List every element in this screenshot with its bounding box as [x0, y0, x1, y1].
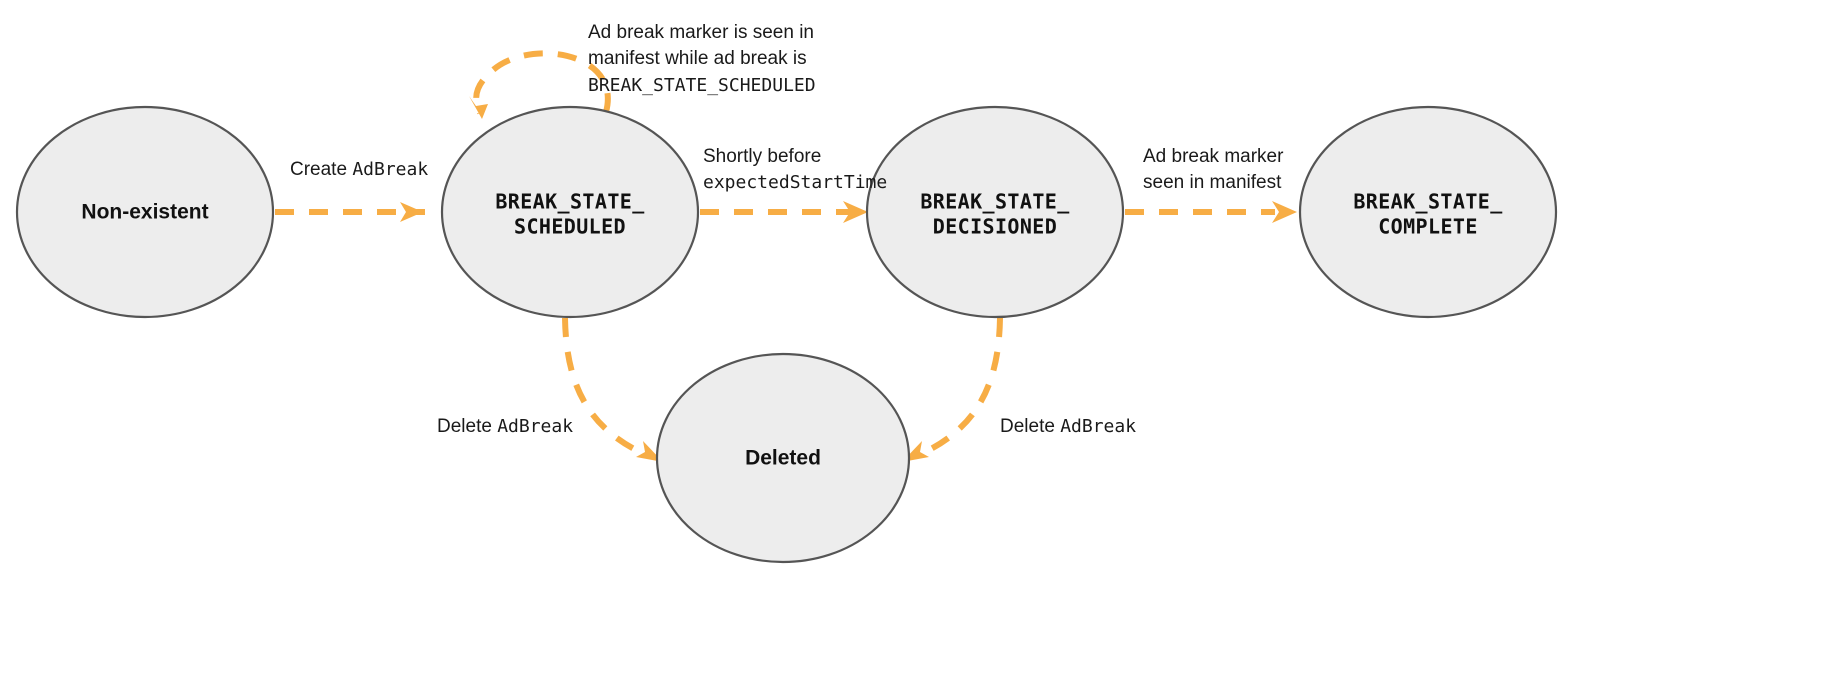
edge-label-marker-seen-in-manifest-line1: Ad break marker — [1143, 146, 1284, 167]
node-break-state-decisioned-label-line1: BREAK_STATE_ — [920, 190, 1070, 214]
edge-label-marker-seen-while-scheduled: Ad break marker is seen in manifest whil… — [588, 22, 819, 96]
edge-label-delete-adbreak-from-scheduled-run-1: AdBreak — [497, 416, 573, 437]
edge-create-adbreak[interactable] — [275, 202, 425, 222]
edge-shortly-before-expected-start-time-arrowhead — [843, 201, 868, 223]
node-break-state-scheduled-shape — [440, 105, 700, 319]
edge-shortly-before-expected-start-time[interactable] — [700, 201, 868, 223]
edge-label-marker-seen-in-manifest-line2: seen in manifest — [1143, 172, 1282, 193]
edge-marker-seen-in-manifest[interactable] — [1125, 201, 1297, 223]
edge-marker-seen-while-scheduled-arrowhead — [469, 96, 488, 119]
edge-label-shortly-before-expected-start-time-line2: expectedStartTime — [703, 172, 887, 193]
node-break-state-scheduled-label-line2: SCHEDULED — [514, 215, 626, 239]
edge-label-marker-seen-while-scheduled-line1: Ad break marker is seen in — [588, 22, 814, 43]
edge-delete-adbreak-from-decisioned-path — [923, 317, 1003, 455]
node-break-state-scheduled-label-line1: BREAK_STATE_ — [495, 190, 645, 214]
node-non-existent[interactable]: Non-existent — [15, 105, 275, 319]
node-non-existent-label: Non-existent — [81, 201, 208, 224]
edge-label-delete-adbreak-from-scheduled: Delete AdBreak — [437, 416, 573, 437]
node-break-state-complete[interactable]: BREAK_STATE_ COMPLETE — [1298, 105, 1558, 319]
edge-delete-adbreak-from-scheduled[interactable] — [562, 317, 663, 462]
node-break-state-decisioned[interactable]: BREAK_STATE_ DECISIONED — [865, 105, 1125, 319]
edge-marker-seen-in-manifest-arrowhead — [1272, 201, 1297, 223]
edge-marker-seen-while-scheduled-path — [473, 50, 611, 115]
edge-delete-adbreak-from-scheduled-path — [562, 317, 642, 455]
edge-label-marker-seen-while-scheduled-line2: manifest while ad break is — [588, 48, 807, 69]
edge-label-marker-seen-in-manifest: Ad break marker seen in manifest — [1143, 146, 1289, 193]
node-deleted-shape — [655, 352, 911, 564]
edge-label-delete-adbreak-from-decisioned-run-0: Delete — [1000, 416, 1060, 437]
edge-label-shortly-before-expected-start-time: Shortly before expectedStartTime — [703, 146, 887, 193]
edge-delete-adbreak-from-decisioned[interactable] — [902, 317, 1003, 462]
node-break-state-scheduled[interactable]: BREAK_STATE_ SCHEDULED — [440, 105, 700, 319]
edge-marker-seen-while-scheduled[interactable] — [469, 50, 611, 119]
node-non-existent-shape — [15, 105, 275, 319]
node-break-state-complete-label-line2: COMPLETE — [1378, 215, 1478, 239]
edge-label-delete-adbreak-from-decisioned: Delete AdBreak — [1000, 416, 1136, 437]
edge-label-create-adbreak-run-1: AdBreak — [352, 159, 428, 180]
edge-label-marker-seen-while-scheduled-line3: BREAK_STATE_SCHEDULED — [588, 75, 816, 96]
edge-label-delete-adbreak-from-scheduled-run-0: Delete — [437, 416, 497, 437]
edge-label-shortly-before-expected-start-time-line1: Shortly before — [703, 146, 821, 167]
edge-label-delete-adbreak-from-decisioned-run-1: AdBreak — [1060, 416, 1136, 437]
node-deleted-label: Deleted — [745, 447, 821, 470]
edge-label-create-adbreak-run-0: Create — [290, 159, 352, 180]
node-deleted[interactable]: Deleted — [655, 352, 911, 564]
node-break-state-complete-shape — [1298, 105, 1558, 319]
node-break-state-decisioned-label-line2: DECISIONED — [933, 215, 1057, 239]
node-break-state-complete-label-line1: BREAK_STATE_ — [1353, 190, 1503, 214]
node-break-state-decisioned-shape — [865, 105, 1125, 319]
edge-label-create-adbreak: Create AdBreak — [290, 159, 428, 180]
edge-create-adbreak-arrowhead — [400, 202, 423, 222]
